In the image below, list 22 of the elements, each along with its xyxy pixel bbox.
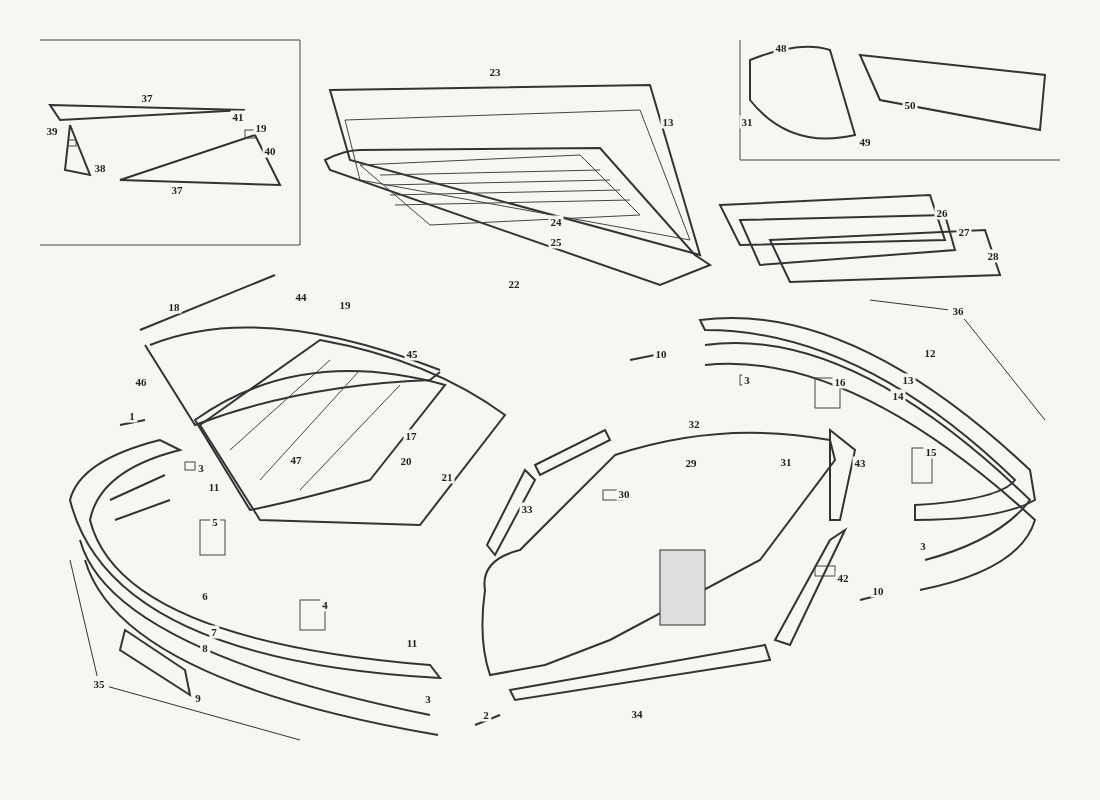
callout-number: 17 bbox=[403, 429, 419, 443]
callout-number: 15 bbox=[923, 445, 939, 459]
leader-line bbox=[69, 559, 98, 677]
callout-number: 36 bbox=[951, 304, 965, 318]
leader-line bbox=[963, 318, 1046, 421]
callout-number: 4 bbox=[320, 598, 330, 612]
callout-number: 33 bbox=[519, 502, 535, 516]
callout-number: 13 bbox=[900, 373, 916, 387]
callout-number: 14 bbox=[890, 389, 906, 403]
callout-number: 26 bbox=[934, 206, 950, 220]
callout-number: 31 bbox=[739, 115, 755, 129]
callout-number: 41 bbox=[230, 110, 246, 124]
callout-number: 7 bbox=[209, 625, 219, 639]
callout-number: 24 bbox=[548, 215, 564, 229]
callout-number: 3 bbox=[742, 373, 752, 387]
callout-number: 16 bbox=[832, 375, 848, 389]
callout-number: 28 bbox=[985, 249, 1001, 263]
callout-number: 30 bbox=[616, 487, 632, 501]
leader-line bbox=[108, 686, 301, 741]
leader-line bbox=[869, 299, 949, 311]
callout-number: 35 bbox=[92, 677, 106, 691]
callout-number: 43 bbox=[852, 456, 868, 470]
